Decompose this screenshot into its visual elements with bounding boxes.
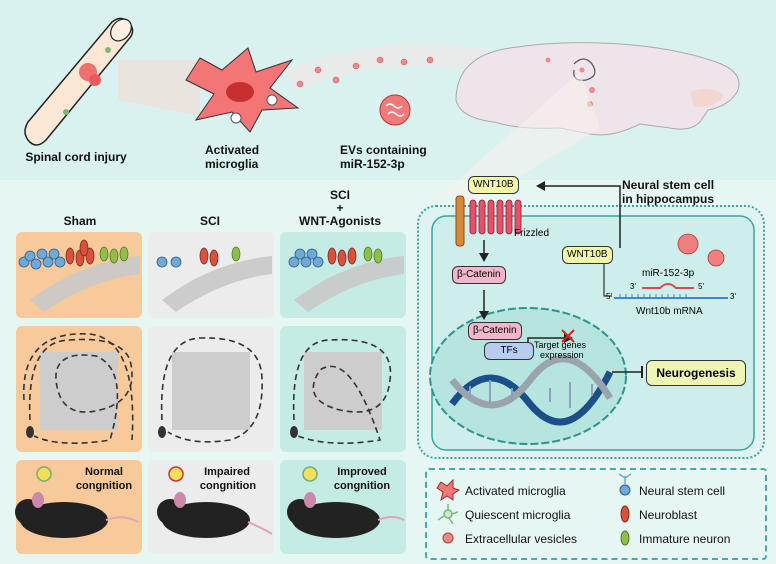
wnt-label-3: WNT-Agonists	[299, 214, 381, 228]
legend-quiescent: Quiescent microglia	[465, 508, 571, 522]
normal-cognition-label-1: Normal	[85, 466, 123, 478]
immature-neuron-icon	[620, 530, 630, 546]
evs-label-1: EVs containing	[340, 143, 427, 157]
legend-icons	[436, 473, 632, 546]
activated-microglia-label-2: microglia	[205, 157, 259, 171]
mir-label: miR-152-3p	[642, 268, 695, 279]
nsc-title-2: in hippocampus	[622, 192, 715, 206]
mrna-5prime: 5'	[606, 292, 612, 301]
spinal-cord-injury-label: Spinal cord injury	[25, 150, 127, 164]
lightbulb-icons	[36, 466, 318, 482]
legend-neuroblast: Neuroblast	[639, 508, 698, 522]
wnt10b-protein-label: WNT10B	[562, 246, 613, 264]
tfs-label: TFs	[484, 342, 534, 360]
beta-catenin-nucleus: β-Catenin	[468, 322, 522, 340]
mrna-3prime: 3'	[730, 292, 736, 301]
wnt-label-2: +	[336, 201, 344, 215]
sham-label: Sham	[63, 214, 97, 228]
spinal-cord-illustration	[24, 17, 134, 146]
mrna-label: Wnt10b mRNA	[636, 306, 703, 317]
improved-cognition-label-1: Improved	[337, 466, 387, 478]
mir-5prime: 5'	[698, 282, 704, 291]
legend: Activated microglia Quiescent microglia …	[425, 468, 767, 560]
extracellular-vesicle-icon	[442, 532, 454, 544]
wnt-label-1: SCI	[329, 188, 350, 202]
nsc-title-1: Neural stem cell	[622, 178, 715, 192]
impaired-cognition-label-1: Impaired	[204, 466, 250, 478]
evs-label-2: miR-152-3p	[340, 157, 405, 171]
neurogenesis-box: Neurogenesis	[646, 360, 746, 386]
neural-stem-cell-icon	[618, 473, 632, 496]
beta-catenin-cytoplasm: β-Catenin	[452, 266, 506, 284]
impaired-cognition-label-2: congnition	[199, 480, 257, 492]
legend-activated: Activated microglia	[465, 484, 566, 498]
panel-row-tissue	[15, 232, 406, 554]
target-genes-label-2: expression	[540, 350, 584, 360]
sci-label: SCI	[199, 214, 220, 228]
legend-immature: Immature neuron	[639, 532, 731, 546]
neuroblast-icon	[620, 505, 630, 523]
wnt10b-ligand-label: WNT10B	[468, 176, 519, 194]
mir-3prime: 3'	[630, 282, 636, 291]
legend-ev: Extracellular vesicles	[465, 532, 578, 546]
normal-cognition-label-2: congnition	[75, 480, 133, 492]
frizzled-label: Frizzled	[514, 228, 550, 239]
improved-cognition-label-2: congnition	[333, 480, 391, 492]
target-genes-label-1: Target genes	[534, 340, 587, 350]
activated-microglia-label-1: Activated	[205, 143, 260, 157]
activated-microglia-icon	[436, 478, 461, 502]
legend-nsc: Neural stem cell	[639, 484, 726, 498]
quiescent-microglia-icon	[437, 504, 459, 525]
